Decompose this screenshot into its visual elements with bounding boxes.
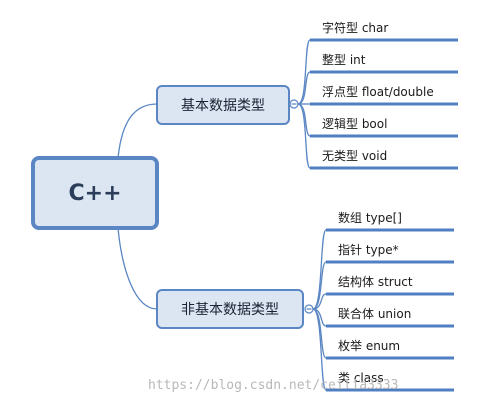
leaf-label[interactable]: 类 class [338,371,384,385]
leaf-label[interactable]: 逻辑型 bool [322,117,387,131]
collapse-toggle-basic-types[interactable] [289,99,299,109]
leaf-connector [312,293,327,310]
leaf-group-basic-types: 字符型 char 整型 int 浮点型 float/double 逻辑型 bool 无类… [297,20,458,170]
watermark: https://blog.csdn.net/ceilia3333 [148,378,398,393]
leaf-connector [312,308,327,391]
leaf-group-nonbasic-types: 数组 type[] 指针 type* 结构体 struct 联合体 union 枚举 e… [312,210,454,392]
collapse-toggle-nonbasic-types[interactable] [304,304,314,314]
leaf-connector [297,71,311,105]
leaf-label[interactable]: 指针 type* [338,242,399,257]
leaf-connector [297,103,311,169]
connector-root-branch2 [117,227,158,310]
leaf-label[interactable]: 无类型 void [322,149,387,163]
root-label: C++ [68,181,121,206]
branch-node-nonbasic-types[interactable]: 非基本数据类型 [156,289,304,329]
branch-label-nonbasic-types: 非基本数据类型 [181,301,279,318]
leaf-label[interactable]: 数组 type[] [338,210,402,225]
branch-label-basic-types: 基本数据类型 [181,97,265,114]
leaf-label[interactable]: 浮点型 float/double [322,85,434,99]
branch-node-basic-types[interactable]: 基本数据类型 [156,85,290,125]
leaf-connector [297,39,311,105]
leaf-label[interactable]: 字符型 char [322,20,388,35]
leaf-label[interactable]: 枚举 enum [338,338,400,353]
leaf-label[interactable]: 联合体 union [338,306,411,321]
root-node[interactable]: C++ [31,156,159,230]
leaf-connector [312,261,327,310]
leaf-label[interactable]: 结构体 struct [338,274,413,289]
connector-root-branch1 [117,103,158,159]
leaf-label[interactable]: 整型 int [322,52,366,67]
